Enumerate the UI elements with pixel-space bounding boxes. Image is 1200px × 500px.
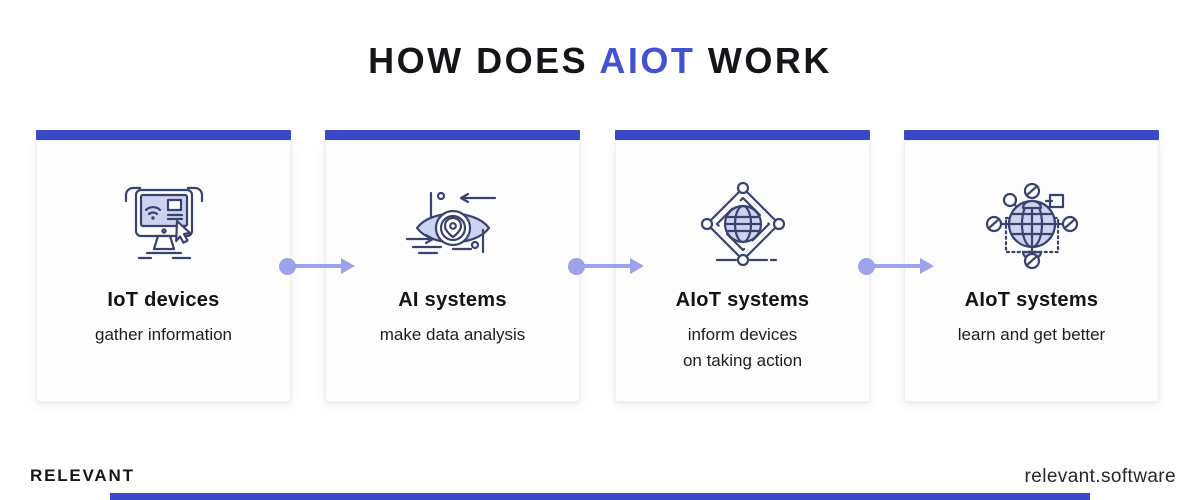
eye-analysis-icon: [405, 191, 496, 255]
card-accent-bar: [904, 130, 1159, 140]
card-accent-bar: [615, 130, 870, 140]
website-label: relevant.software: [1024, 466, 1176, 487]
arrow-start-dot: [279, 257, 296, 275]
page-title: HOW DOES AIOT WORK: [0, 40, 1200, 82]
brand-logo: RELEVANT: [30, 466, 135, 485]
card-ai-systems: AI systems make data analysis: [325, 130, 580, 402]
arrow-head-icon: [920, 258, 934, 274]
flow-arrow-3: [858, 257, 934, 275]
card-accent-bar: [36, 130, 291, 140]
card-accent-bar: [325, 130, 580, 140]
card-title: AIoT systems: [964, 289, 1099, 311]
card-subtitle: gather information: [94, 325, 233, 344]
arrow-head-icon: [630, 258, 644, 274]
title-suffix: WORK: [695, 40, 832, 81]
arrow-line: [294, 264, 341, 268]
title-highlight: AIOT: [599, 40, 696, 81]
card-subtitle: make data analysis: [379, 325, 526, 344]
bottom-accent-bar: [110, 493, 1090, 500]
flow-arrow-1: [279, 257, 355, 275]
card-title: AI systems: [398, 289, 507, 311]
arrow-start-dot: [858, 257, 875, 275]
card-aiot-learn: AIoT systems learn and get better: [904, 130, 1159, 402]
flow-arrow-2: [568, 257, 644, 275]
arrow-line: [873, 264, 920, 268]
title-prefix: HOW DOES: [368, 40, 600, 81]
card-subtitle: learn and get better: [957, 325, 1106, 344]
card-iot-devices: IoT devices gather information: [36, 130, 291, 402]
card-title: AIoT systems: [675, 289, 810, 311]
smart-monitor-icon: [124, 186, 203, 260]
card-subtitle: inform devices on taking action: [682, 325, 803, 370]
connected-globe-users-icon: [985, 182, 1078, 270]
arrow-line: [583, 264, 630, 268]
card-aiot-inform: AIoT systems inform devices on taking ac…: [615, 130, 870, 402]
card-title: IoT devices: [107, 289, 220, 311]
arrow-start-dot: [568, 257, 585, 275]
arrow-head-icon: [341, 258, 355, 274]
network-diamond-globe-icon: [700, 181, 785, 267]
